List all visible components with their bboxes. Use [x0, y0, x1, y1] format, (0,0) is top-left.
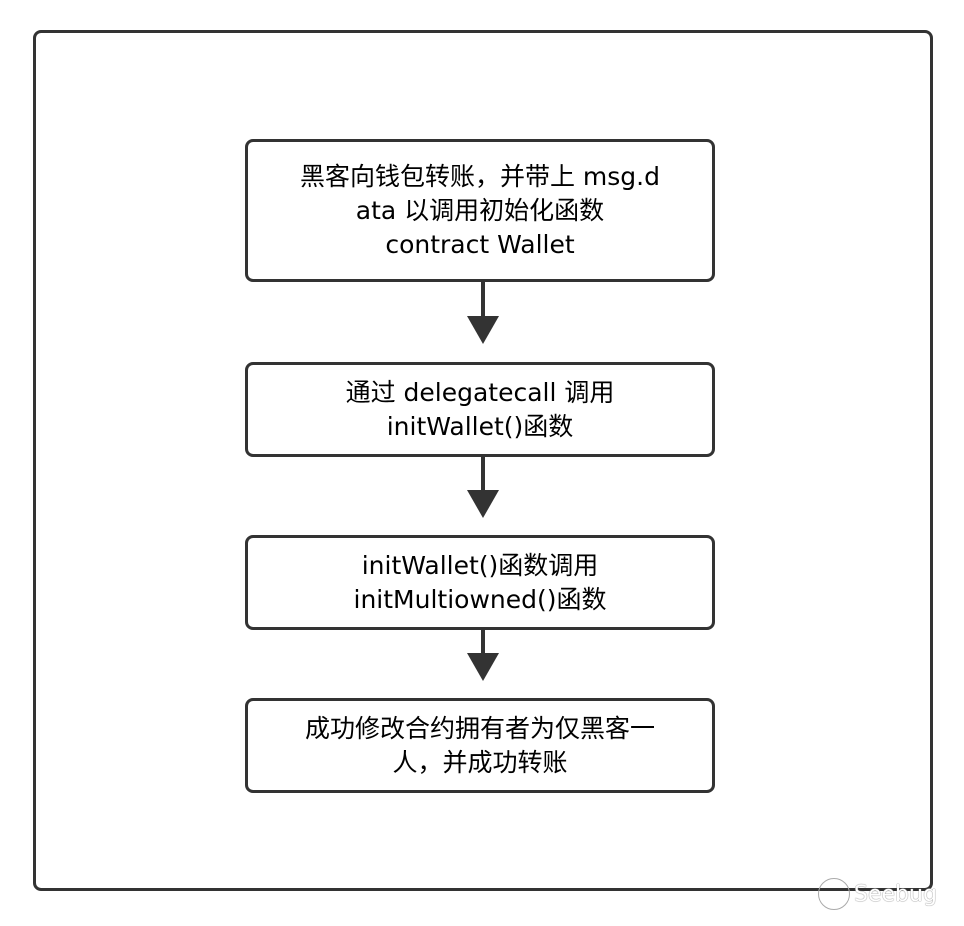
watermark-text: Seebug — [854, 881, 937, 907]
step-2-box: 通过 delegatecall 调用 initWallet()函数 — [245, 362, 715, 457]
step-4-line-2: 人，并成功转账 — [392, 747, 568, 777]
step-3-line-2: initMultiowned()函数 — [353, 584, 607, 614]
step-4-box: 成功修改合约拥有者为仅黑客一人，并成功转账 — [245, 698, 715, 793]
step-2-line-1: 通过 delegatecall 调用 — [345, 377, 615, 407]
step-1-line-2: ata 以调用初始化函数 — [355, 195, 605, 225]
diagram-frame — [33, 30, 933, 891]
seebug-logo-icon — [818, 878, 850, 910]
step-4-line-1: 成功修改合约拥有者为仅黑客一 — [304, 713, 655, 743]
step-3-box: initWallet()函数调用 initMultiowned()函数 — [245, 535, 715, 630]
step-3-line-1: initWallet()函数调用 — [361, 550, 599, 580]
step-2-line-2: initWallet()函数 — [386, 411, 574, 441]
step-1-box: 黑客向钱包转账，并带上 msg.d ata 以调用初始化函数 contract Wa… — [245, 139, 715, 282]
step-1-line-3: contract Wallet — [385, 229, 575, 259]
seebug-watermark: Seebug — [818, 878, 937, 910]
step-1-line-1: 黑客向钱包转账，并带上 msg.d — [299, 161, 660, 191]
